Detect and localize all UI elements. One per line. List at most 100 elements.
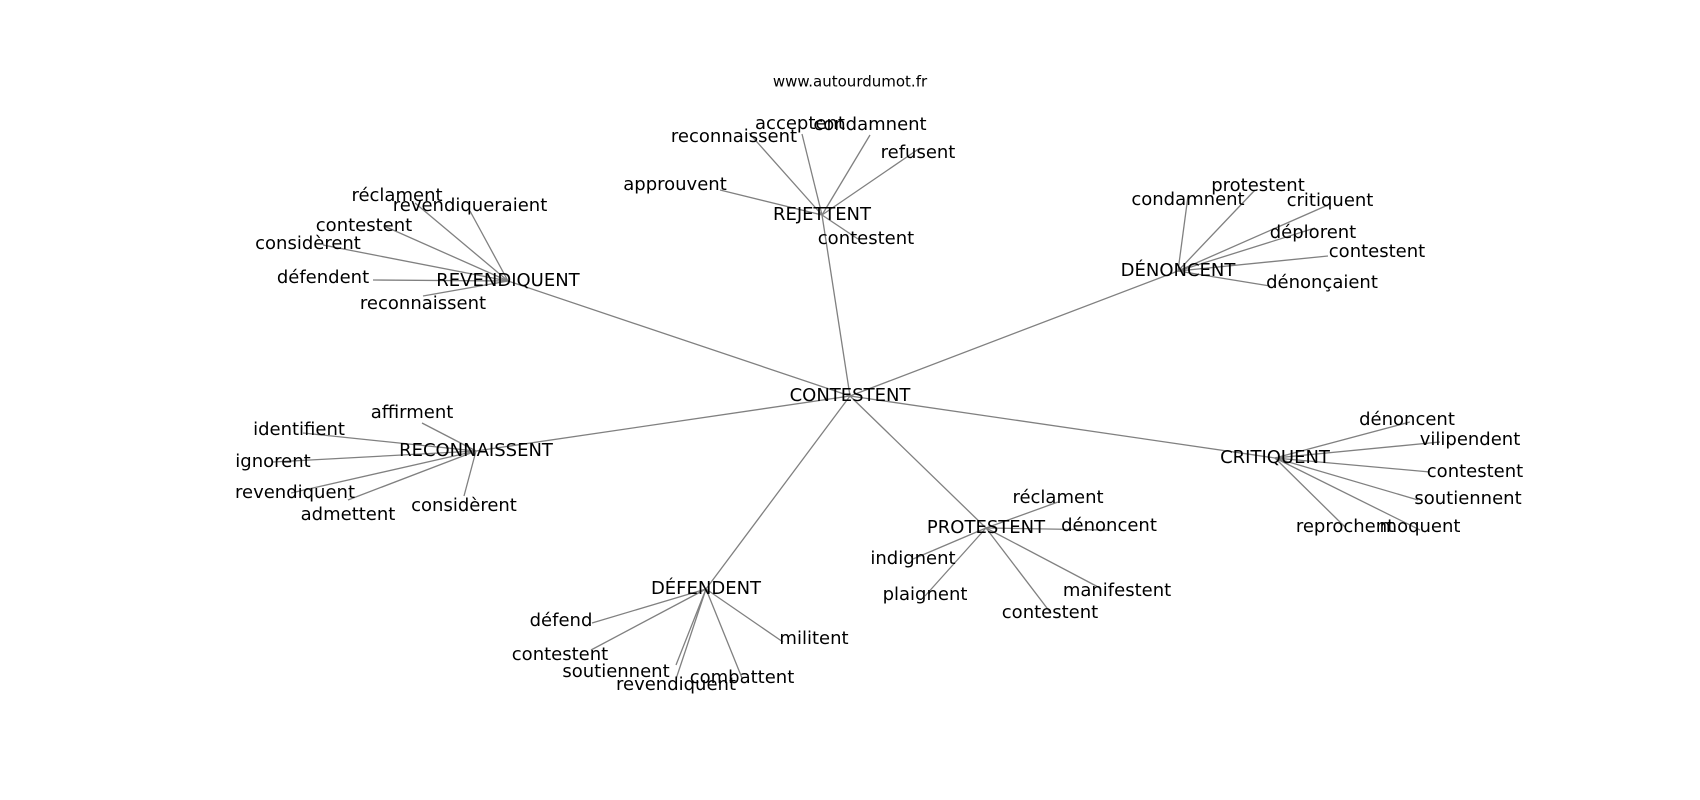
related-word: dénoncent [1359, 409, 1455, 430]
edge-hub-to-word [985, 527, 1051, 613]
related-word: reconnaissent [671, 126, 797, 147]
edge-hub-to-word [1177, 195, 1189, 272]
related-word: revendiquent [235, 482, 355, 503]
related-word: affirment [371, 402, 454, 423]
related-word: contestent [512, 644, 608, 665]
edge-hub-to-word [422, 280, 509, 297]
related-word: protestent [1211, 175, 1305, 196]
related-word: manifestent [1063, 580, 1171, 601]
edge-hub-to-word [1274, 457, 1419, 501]
related-word: vilipendent [1420, 429, 1521, 450]
edge-center-to-hub [849, 395, 987, 529]
edge-hub-to-word [821, 147, 921, 216]
edge-hub-to-word [372, 279, 509, 282]
related-word: défendent [277, 267, 369, 288]
related-word: refusent [881, 142, 956, 163]
edge-center-to-hub [705, 395, 851, 590]
center-word: CONTESTENT [790, 385, 912, 406]
edge-hub-to-word [463, 450, 477, 497]
edge-hub-to-word [591, 588, 707, 624]
edge-hub-to-word [383, 225, 509, 282]
related-word: militent [779, 628, 848, 649]
related-word: contestent [818, 228, 914, 249]
edge-hub-to-word [912, 527, 987, 560]
edge-hub-to-word [675, 588, 707, 680]
related-word: considèrent [255, 233, 361, 254]
related-word: reconnaissent [360, 293, 486, 314]
hub-word: REVENDIQUENT [436, 270, 580, 291]
edge-hub-to-word [1177, 227, 1316, 272]
related-word: dénoncent [1061, 515, 1157, 536]
edge-hub-to-word [801, 133, 823, 216]
related-word: admettent [301, 504, 396, 525]
related-word: réclament [351, 185, 442, 206]
hub-word: DÉFENDENT [651, 577, 762, 599]
edge-hub-to-word [1274, 441, 1441, 459]
edge-hub-to-word [1274, 457, 1421, 531]
related-word: acceptent [755, 113, 845, 134]
related-word: approuvent [623, 174, 727, 195]
edge-hub-to-word [1274, 457, 1346, 528]
hub-word: CRITIQUENT [1220, 447, 1331, 468]
related-word: moquent [1380, 516, 1461, 537]
edge-center-to-hub [821, 214, 851, 397]
edge-hub-to-word [1177, 189, 1256, 272]
edge-hub-to-word [675, 588, 707, 666]
edge-hub-to-word [985, 527, 1110, 531]
edge-hub-to-word [748, 132, 823, 216]
edge-hub-to-word [347, 450, 477, 501]
related-word: contestent [1329, 241, 1425, 262]
edge-hub-to-word [705, 588, 743, 679]
related-word: plaignent [883, 584, 968, 605]
related-word: contestent [1002, 602, 1098, 623]
related-word: reprochent [1296, 516, 1394, 537]
edge-hub-to-word [590, 588, 707, 651]
edge-hub-to-word [1177, 270, 1271, 287]
related-word: soutiennent [1414, 488, 1521, 509]
related-word: défend [530, 610, 593, 631]
edge-hub-to-word [719, 189, 823, 216]
edge-hub-to-word [821, 214, 859, 240]
related-word: déplorent [1270, 222, 1356, 243]
edge-hub-to-word [924, 527, 987, 597]
edge-hub-to-word [1177, 255, 1329, 272]
hub-word: DÉNONCENT [1121, 259, 1237, 281]
edge-hub-to-word [821, 134, 871, 216]
related-word: réclament [1012, 487, 1103, 508]
related-word: identifient [253, 419, 345, 440]
edge-center-to-hub [475, 395, 851, 452]
edge-hub-to-word [302, 432, 477, 452]
related-word: contestent [1427, 461, 1523, 482]
related-word: combattent [690, 667, 795, 688]
hub-word: PROTESTENT [927, 517, 1046, 538]
graph-labels: www.autourdumot.fr CONTESTENT REJETTENT a… [235, 73, 1523, 696]
related-word: soutiennent [562, 661, 669, 682]
graph-edges [272, 132, 1441, 680]
related-word: critiquent [1287, 190, 1374, 211]
related-word: ignorent [235, 451, 310, 472]
hub-word: REJETTENT [773, 204, 872, 225]
edge-center-to-hub [507, 280, 851, 397]
related-word: revendiquent [616, 674, 736, 695]
hub-word: RECONNAISSENT [399, 440, 554, 461]
edge-hub-to-word [1274, 457, 1431, 473]
edge-hub-to-word [1177, 204, 1329, 272]
edge-hub-to-word [290, 450, 477, 494]
edge-hub-to-word [322, 244, 509, 282]
edge-hub-to-word [985, 527, 1101, 589]
edge-center-to-hub [849, 270, 1179, 397]
watermark: www.autourdumot.fr [773, 73, 928, 91]
edge-hub-to-word [272, 450, 477, 463]
related-word: condamnent [813, 114, 926, 135]
edge-center-to-hub [849, 395, 1276, 459]
edge-hub-to-word [421, 422, 477, 452]
related-word: condamnent [1131, 189, 1244, 210]
related-word: dénonçaient [1266, 272, 1378, 293]
edge-hub-to-word [1274, 421, 1411, 459]
edge-hub-to-word [985, 501, 1059, 529]
edge-hub-to-word [469, 210, 509, 282]
related-word: considèrent [411, 495, 517, 516]
related-word: indignent [870, 548, 955, 569]
edge-hub-to-word [705, 588, 784, 643]
